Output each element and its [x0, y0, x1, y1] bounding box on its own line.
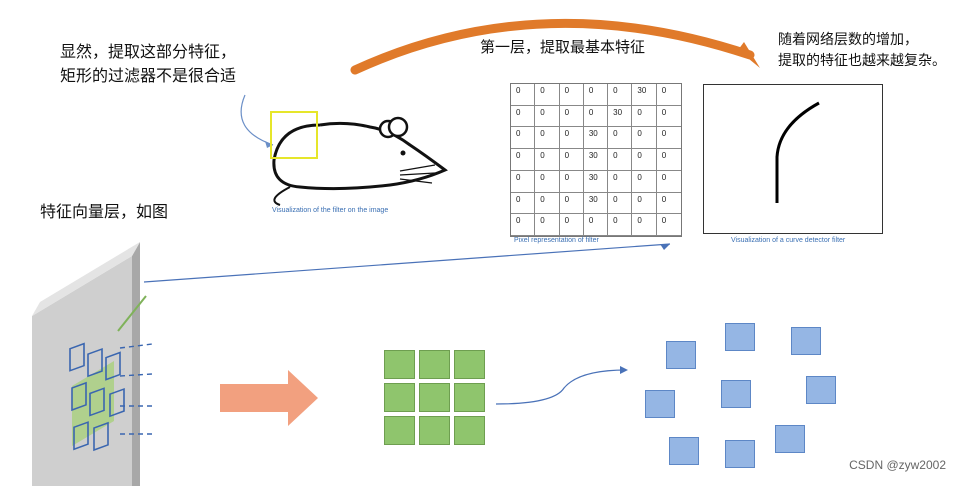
feature-square — [725, 440, 755, 468]
feature-square — [775, 425, 805, 453]
connector-line — [143, 243, 671, 283]
curve-stroke — [775, 101, 820, 203]
grid-cell — [454, 416, 485, 445]
pixel-cell: 0 — [535, 149, 560, 171]
pixel-cell: 30 — [583, 127, 609, 150]
transform-arrow — [220, 370, 318, 426]
top-arc-arrow — [350, 18, 760, 75]
pixel-cell: 30 — [632, 84, 657, 106]
pixel-cell: 0 — [511, 149, 536, 171]
pixel-cell: 0 — [535, 192, 560, 215]
grid-cell — [454, 350, 485, 379]
note-rectangular-filter: 显然，提取这部分特征， 矩形的过滤器不是很合适 — [60, 42, 237, 85]
mouse-drawing — [272, 116, 448, 206]
feature-square — [806, 376, 836, 404]
caption-curve: Visualization of a curve detector filter — [731, 237, 846, 244]
pixel-cell: 0 — [608, 127, 633, 150]
pixel-cell: 0 — [656, 171, 681, 193]
pixel-cell: 0 — [535, 214, 560, 236]
pixel-cell: 0 — [656, 106, 681, 128]
pixel-cell: 0 — [511, 214, 536, 236]
pixel-cell: 0 — [656, 193, 681, 215]
pixel-cell: 30 — [608, 105, 633, 128]
pixel-cell: 0 — [535, 170, 560, 193]
filter-highlight-box — [270, 111, 318, 159]
grid-cell — [384, 383, 415, 412]
feature-square — [666, 341, 696, 369]
pixel-cell: 0 — [632, 214, 657, 236]
pixel-cell: 0 — [632, 105, 657, 128]
note-complex-features: 随着网络层数的增加， 提取的特征也越来越复杂。 — [778, 32, 946, 69]
pixel-cell: 30 — [583, 192, 609, 215]
feature-slab — [32, 242, 153, 486]
pixel-cell: 0 — [511, 105, 536, 128]
pixel-cell: 30 — [583, 149, 609, 171]
pixel-cell: 0 — [632, 127, 657, 150]
caption-pixel: Pixel representation of filter — [514, 237, 599, 244]
pixel-cell: 0 — [583, 84, 609, 106]
pixel-cell: 0 — [559, 127, 584, 150]
note-pointer-arrow — [240, 94, 274, 148]
pixel-cell: 0 — [656, 214, 681, 236]
feature-square — [645, 390, 675, 418]
pixel-cell: 0 — [535, 84, 560, 106]
pixel-cell: 0 — [632, 149, 657, 171]
pixel-cell: 0 — [656, 84, 681, 106]
pixel-cell: 30 — [583, 170, 609, 193]
grid-cell — [384, 350, 415, 379]
feature-square — [669, 437, 699, 465]
pixel-cell: 0 — [511, 192, 536, 215]
pixel-cell: 0 — [608, 149, 633, 171]
pixel-cell: 0 — [559, 192, 584, 215]
pixel-cell: 0 — [608, 192, 633, 215]
pixel-cell: 0 — [656, 127, 681, 150]
pixel-cell: 0 — [511, 170, 536, 193]
feature-square — [725, 323, 755, 351]
pixel-cell: 0 — [632, 192, 657, 215]
caption-mouse: Visualization of the filter on the image — [272, 207, 389, 214]
pixel-cell: 0 — [559, 149, 584, 171]
feature-square — [791, 327, 821, 355]
watermark: CSDN @zyw2002 — [849, 458, 946, 472]
pixel-cell: 0 — [583, 105, 609, 128]
pixel-cell: 0 — [535, 127, 560, 150]
grid-cell — [419, 416, 450, 445]
pixel-cell: 0 — [583, 214, 609, 236]
pixel-cell: 0 — [608, 84, 633, 106]
feature-square — [721, 380, 751, 408]
pixel-cell: 0 — [656, 149, 681, 171]
scatter-arrow — [495, 366, 628, 405]
grid-cell — [454, 383, 485, 412]
pixel-cell: 0 — [608, 214, 633, 236]
pixel-cell: 0 — [511, 127, 536, 150]
first-layer-title: 第一层，提取最基本特征 — [480, 38, 646, 56]
pixel-cell: 0 — [559, 170, 584, 193]
pixel-cell: 0 — [511, 84, 536, 106]
grid-cell — [419, 350, 450, 379]
pixel-cell: 0 — [608, 170, 633, 193]
pixel-cell: 0 — [632, 170, 657, 193]
grid-cell — [384, 416, 415, 445]
pixel-cell: 0 — [559, 214, 584, 236]
pixel-cell: 0 — [559, 105, 584, 128]
curve-detector-box — [703, 84, 883, 234]
grid-cell — [419, 383, 450, 412]
pixel-cell: 0 — [559, 84, 584, 106]
feature-vector-title: 特征向量层，如图 — [40, 202, 169, 221]
pixel-cell: 0 — [535, 105, 560, 128]
feature-grid — [384, 350, 486, 446]
